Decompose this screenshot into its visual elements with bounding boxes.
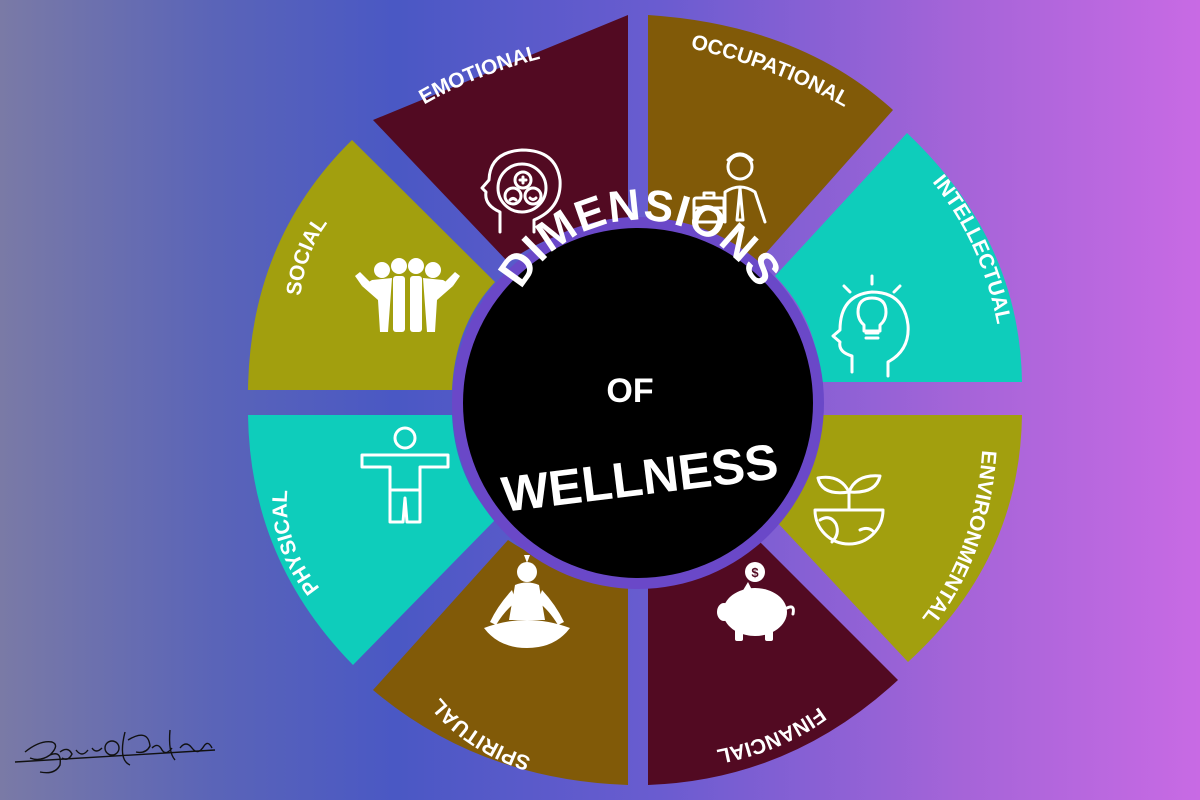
plant-globe-icon [813, 474, 885, 546]
segment-spiritual [373, 540, 628, 785]
segment-physical [248, 415, 495, 665]
stretching-person-icon [360, 426, 450, 524]
segment-occupational [648, 15, 893, 262]
segment-financial [648, 540, 898, 785]
segment-emotional [373, 15, 628, 262]
segment-icons: $ [355, 148, 910, 648]
piggy-bank-icon [717, 562, 787, 641]
businessman-icon [692, 152, 767, 224]
meditation-icon [484, 555, 570, 648]
center-disc [463, 228, 813, 578]
segment-environmental [775, 415, 1022, 662]
piggy-tail [785, 605, 795, 616]
group-hug-icon [355, 258, 460, 332]
lightbulb-head-icon [831, 274, 910, 378]
coin-dollar-glyph: $ [751, 565, 759, 580]
segment-intellectual [775, 133, 1022, 382]
title-line-2: OF [606, 372, 653, 410]
emotional-head-icon [480, 148, 562, 234]
signature-mark [14, 729, 216, 774]
